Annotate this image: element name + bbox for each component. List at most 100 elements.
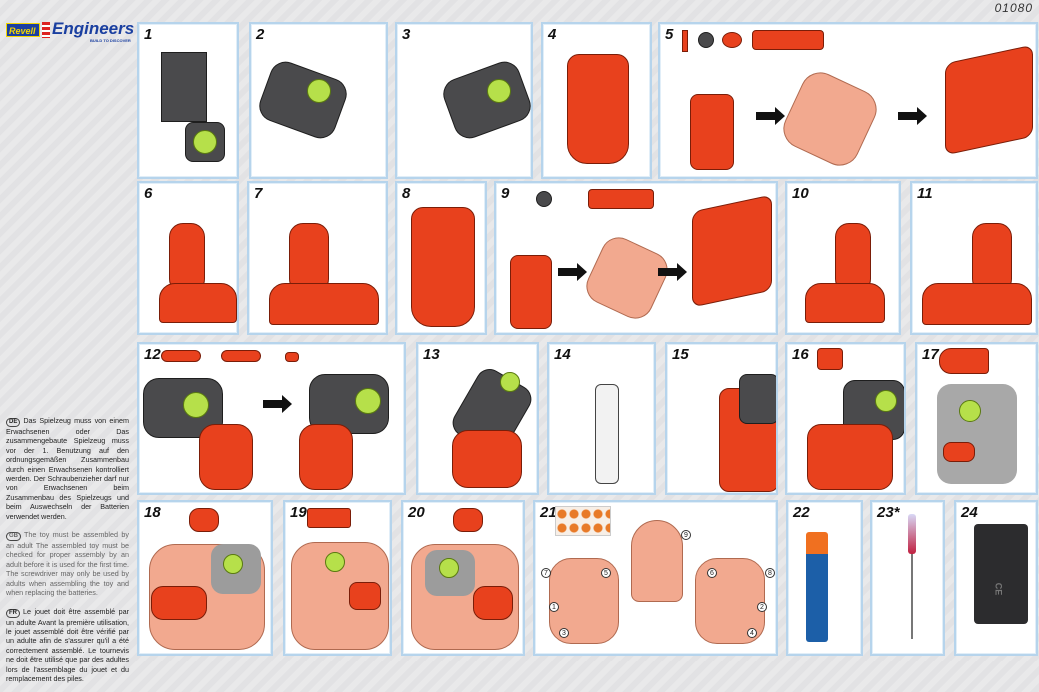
step-panel: 20 <box>401 500 525 656</box>
callout: 5 <box>601 568 611 578</box>
step-panel: 11 <box>910 181 1038 335</box>
plate <box>752 30 824 50</box>
body-shell <box>510 255 552 329</box>
claw-outline <box>595 384 619 484</box>
note-text: The toy must be assembled by an adult Th… <box>6 530 129 598</box>
foot <box>159 283 237 323</box>
motor-mount <box>185 122 225 162</box>
step-panel: 8 <box>395 181 487 335</box>
note-text: Das Spielzeug muss von einem Erwachsenen… <box>6 416 129 521</box>
green-eye <box>183 392 209 418</box>
jaw-part <box>307 508 351 528</box>
jaw <box>349 582 381 610</box>
green-eye <box>959 400 981 422</box>
step-number: 24 <box>961 504 978 521</box>
revell-engineers-logo: Revell Engineers BUILD TO DISCOVER <box>4 19 135 43</box>
step-number: 15 <box>672 346 689 363</box>
step-number: 13 <box>423 346 440 363</box>
pin <box>285 352 299 362</box>
flag-de: DE <box>6 418 21 427</box>
step-panel: 15 <box>665 342 778 495</box>
kit-code: 01080 <box>994 1 1033 15</box>
jaw <box>943 442 975 462</box>
step-number: 11 <box>917 185 933 202</box>
cap <box>939 348 989 374</box>
foot <box>269 283 379 325</box>
tagline: BUILD TO DISCOVER <box>90 38 131 43</box>
brand-name: Revell <box>6 23 40 37</box>
step-panel: 16 <box>785 342 906 495</box>
step-number: 6 <box>144 185 153 202</box>
step-number: 1 <box>144 26 153 43</box>
step-panel: 9 <box>494 181 778 335</box>
step-panel: 4 <box>541 22 652 179</box>
arm-parts <box>221 350 261 362</box>
callout: 2 <box>757 602 767 612</box>
step-number: 10 <box>792 185 809 202</box>
shoulder <box>739 374 776 424</box>
step-number: 23* <box>877 504 900 521</box>
step-panel: 6 <box>137 181 239 335</box>
step-number: 8 <box>402 185 411 202</box>
step-number: 14 <box>554 346 571 363</box>
arrow-icon <box>756 107 785 125</box>
screwdriver-shaft-icon <box>911 554 913 639</box>
body-outline <box>580 231 674 325</box>
callout: 3 <box>559 628 569 638</box>
step-panel: 18 <box>137 500 273 656</box>
jaw <box>151 586 207 620</box>
robot-body <box>452 430 522 488</box>
step-number: 12 <box>144 346 161 363</box>
battery-box-label: CE <box>993 582 1004 596</box>
cap <box>817 348 843 370</box>
battery-icon: Revell Control <box>806 532 837 642</box>
jaw-part <box>453 508 483 532</box>
step-number: 2 <box>256 26 265 43</box>
green-eye <box>325 552 345 572</box>
flag-gb: GB <box>6 532 21 542</box>
green-eye <box>875 390 897 412</box>
green-eye <box>439 558 459 578</box>
robot-back <box>631 520 683 602</box>
step-number: 7 <box>254 185 263 202</box>
step-number: 16 <box>792 346 809 363</box>
product-name: Engineers <box>52 19 135 38</box>
step-panel: 7 <box>247 181 388 335</box>
step-panel: 10 <box>785 181 901 335</box>
robot-body <box>199 424 253 490</box>
arrow-icon <box>558 263 587 281</box>
gear <box>698 32 714 48</box>
step-number: 22 <box>793 504 810 521</box>
step-panel: 1 <box>137 22 239 179</box>
body-shell <box>411 207 475 327</box>
callout: 1 <box>549 602 559 612</box>
callout: 9 <box>681 530 691 540</box>
green-disc <box>193 130 217 154</box>
plate <box>588 189 654 209</box>
callout: 7 <box>541 568 551 578</box>
jaw <box>473 586 513 620</box>
robot-body <box>807 424 893 490</box>
arrow-icon <box>898 107 927 125</box>
step-panel: 5 <box>658 22 1038 179</box>
jaw-part <box>189 508 219 532</box>
step-number: 3 <box>402 26 411 43</box>
step-panel: 19 <box>283 500 392 656</box>
crank <box>682 30 688 52</box>
wheel <box>722 32 742 48</box>
callout: 8 <box>765 568 775 578</box>
callout: 4 <box>747 628 757 638</box>
step-panel: 12 <box>137 342 406 495</box>
body-outline <box>776 65 884 173</box>
body-shell <box>567 54 629 164</box>
arrow-icon <box>658 263 687 281</box>
step-panel: 22 Revell Control <box>786 500 863 656</box>
step-panel: 23* <box>870 500 945 656</box>
step-panel: 2 <box>249 22 388 179</box>
step-panel: 14 <box>547 342 656 495</box>
step-panel: 3 <box>395 22 533 179</box>
step-panel: 24 CE <box>954 500 1038 656</box>
gearbox <box>161 52 207 122</box>
